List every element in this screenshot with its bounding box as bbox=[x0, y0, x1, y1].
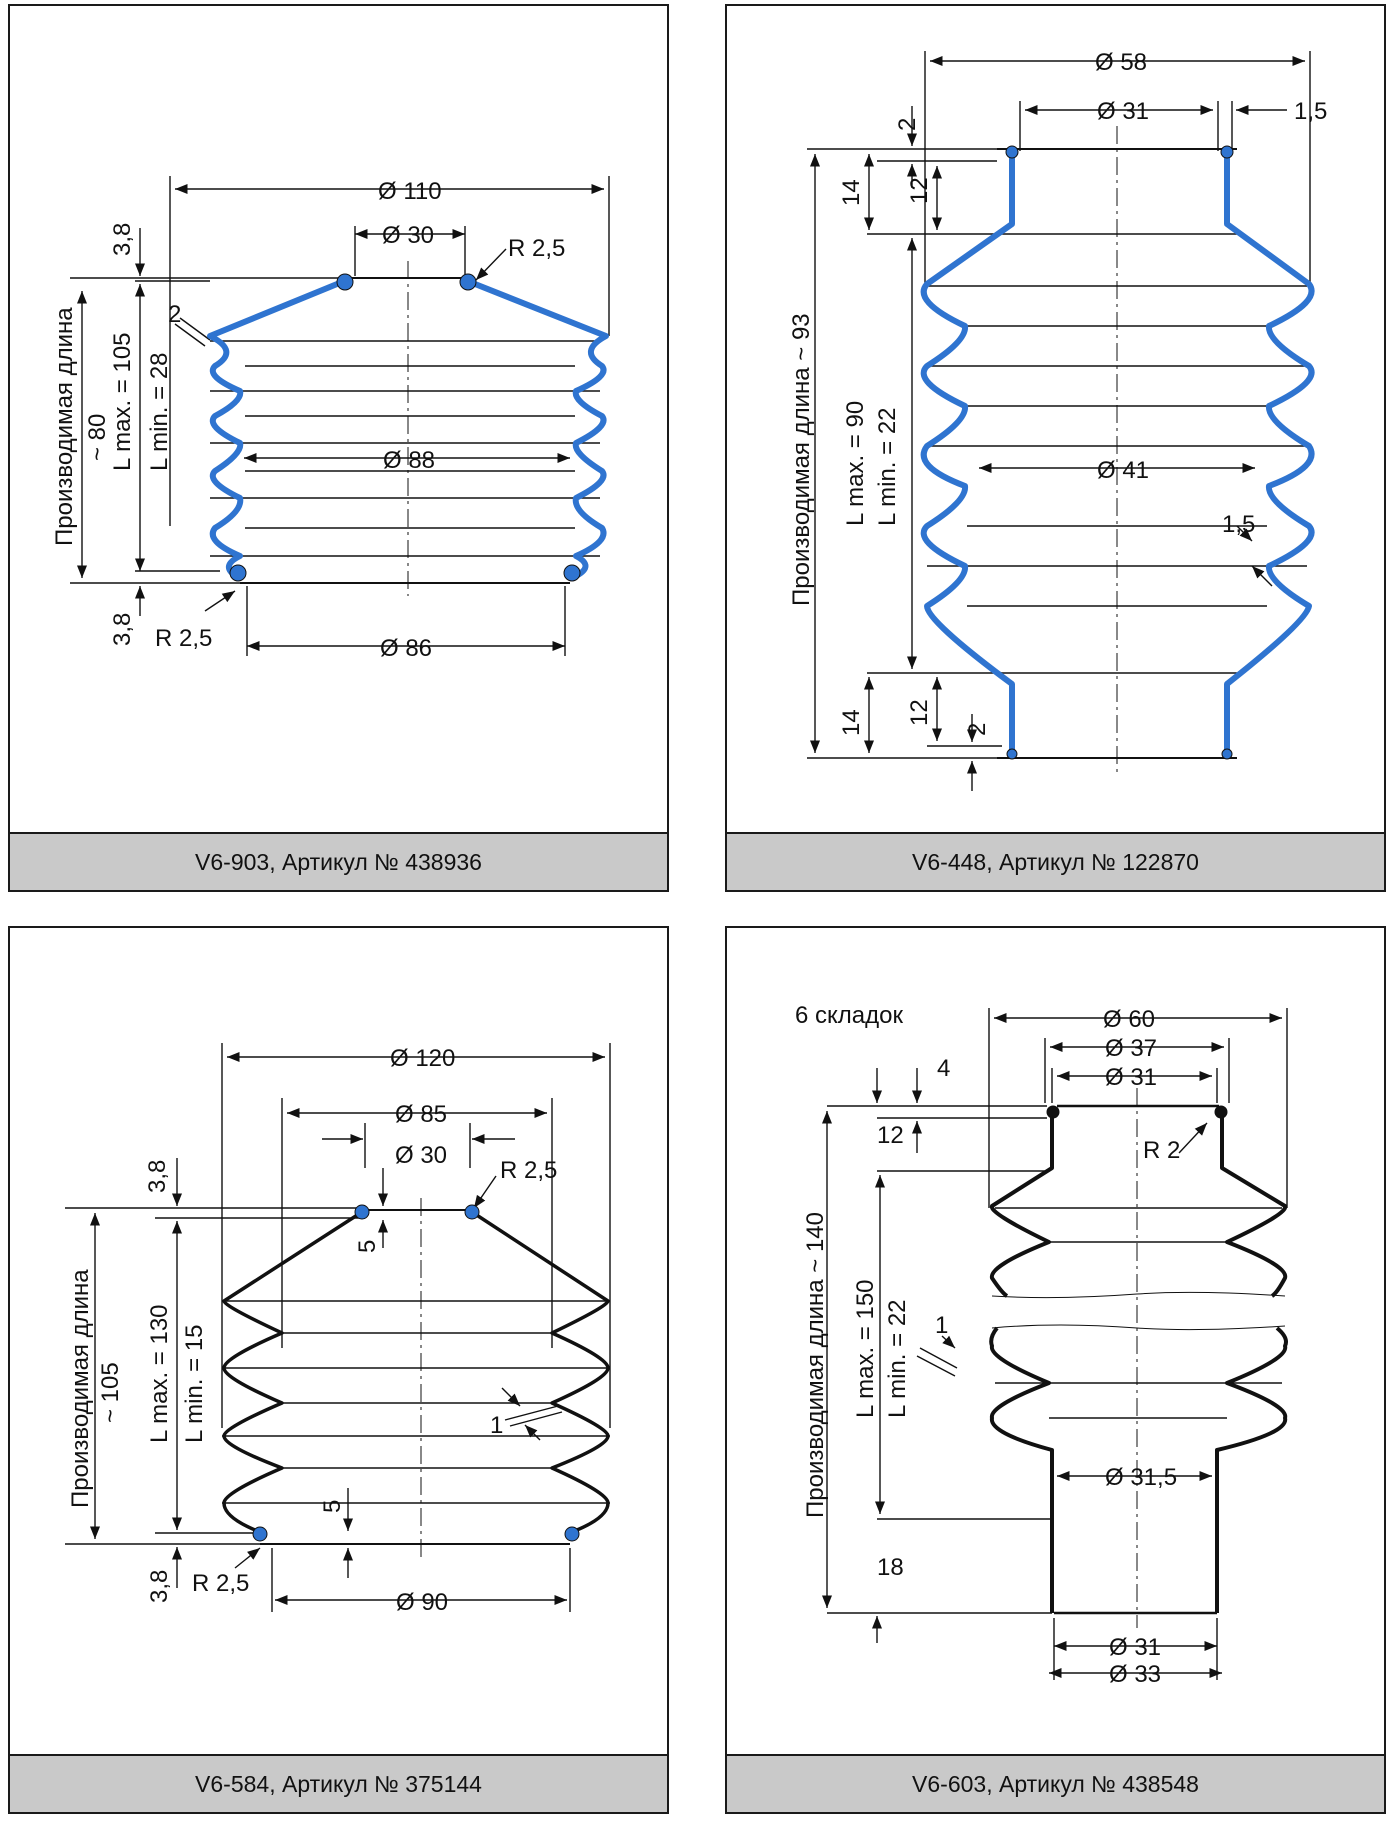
label-gap-top: 3,8 bbox=[144, 1160, 171, 1193]
drawing-panel-v6-584: Ø 120 Ø 85 Ø 30 R 2,5 3,8 5 1 5 Производ… bbox=[8, 926, 669, 1814]
drawing-panel-v6-903: Ø 110 Ø 30 R 2,5 2 Ø 88 Ø 86 R 2,5 3,8 3… bbox=[8, 4, 669, 892]
label-d-mid: Ø 37 bbox=[1105, 1035, 1157, 1062]
drawing-panel-v6-448: Ø 58 Ø 31 1,5 2 14 12 Производимая длина… bbox=[725, 4, 1386, 892]
label-r-bottom: R 2,5 bbox=[192, 1570, 249, 1597]
label-d-top: Ø 30 bbox=[395, 1142, 447, 1169]
label-gap-bottom: 3,8 bbox=[109, 613, 136, 646]
panel-caption: V6-448, Артикул № 122870 bbox=[727, 832, 1384, 890]
bellows-drawing-v6-903: Ø 110 Ø 30 R 2,5 2 Ø 88 Ø 86 R 2,5 3,8 3… bbox=[51, 176, 610, 662]
label-stroke-length: Производимая длина ~ 140 bbox=[802, 1212, 829, 1518]
bellows-profile bbox=[920, 148, 1315, 757]
label-d-inner: Ø 31,5 bbox=[1105, 1464, 1177, 1491]
label-r-bottom: R 2,5 bbox=[155, 625, 212, 652]
label-lmax: L max. = 130 bbox=[146, 1304, 173, 1443]
label-gap-top: 3,8 bbox=[109, 223, 136, 256]
label-wall: 1 bbox=[490, 1412, 503, 1439]
label-h-top: 12 bbox=[877, 1122, 904, 1149]
label-lmin: L min. = 28 bbox=[146, 352, 173, 471]
label-gap-top: 4 bbox=[937, 1055, 950, 1082]
bellows-drawing-v6-448: Ø 58 Ø 31 1,5 2 14 12 Производимая длина… bbox=[788, 49, 1327, 791]
label-folds: 6 складок bbox=[795, 1002, 903, 1029]
label-d-bottom: Ø 86 bbox=[380, 635, 432, 662]
label-stroke-value: ~ 80 bbox=[84, 414, 111, 461]
label-d-outer: Ø 60 bbox=[1103, 1006, 1155, 1033]
label-lmin: L min. = 22 bbox=[874, 407, 901, 526]
label-d-bot-out: Ø 33 bbox=[1109, 1661, 1161, 1688]
label-r-top: R 2,5 bbox=[500, 1157, 557, 1184]
label-wall: 1 bbox=[935, 1312, 948, 1339]
bellows-profile bbox=[989, 1108, 1288, 1613]
label-wall: 1,5 bbox=[1222, 511, 1255, 538]
label-d-outer: Ø 120 bbox=[390, 1045, 455, 1072]
label-fold-top: 5 bbox=[354, 1240, 381, 1253]
panel-caption: V6-903, Артикул № 438936 bbox=[10, 832, 667, 890]
label-lmax: L max. = 105 bbox=[109, 332, 136, 471]
label-d-mid: Ø 85 bbox=[395, 1101, 447, 1128]
label-gap-top: 2 bbox=[894, 118, 921, 131]
label-h-bot: 18 bbox=[877, 1554, 904, 1581]
label-stroke-length: Производимая длина bbox=[67, 1269, 94, 1508]
label-d-top: Ø 31 bbox=[1097, 98, 1149, 125]
label-fold-bot: 5 bbox=[319, 1500, 346, 1513]
label-d-inner: Ø 41 bbox=[1097, 457, 1149, 484]
label-lmin: L min. = 15 bbox=[181, 1324, 208, 1443]
bellows-drawing-v6-603: 6 складок Ø 60 Ø 37 Ø 31 4 12 R 2 Произв… bbox=[795, 1002, 1288, 1688]
label-r-top: R 2,5 bbox=[508, 235, 565, 262]
label-d-bot-in: Ø 31 bbox=[1109, 1634, 1161, 1661]
drawing-panel-v6-603: 6 складок Ø 60 Ø 37 Ø 31 4 12 R 2 Произв… bbox=[725, 926, 1386, 1814]
bellows-profile bbox=[207, 279, 609, 579]
label-r-top: R 2 bbox=[1143, 1137, 1180, 1164]
label-h-top: 14 bbox=[838, 179, 865, 206]
label-lmax: L max. = 150 bbox=[852, 1279, 879, 1418]
label-d-top: Ø 30 bbox=[382, 222, 434, 249]
label-stroke-value: ~ 105 bbox=[97, 1362, 124, 1423]
label-h-bot-inner: 12 bbox=[906, 699, 933, 726]
label-gap-bot: 2 bbox=[964, 723, 991, 736]
label-h-top-inner: 12 bbox=[906, 177, 933, 204]
label-stroke-length: Производимая длина ~ 93 bbox=[788, 313, 815, 606]
label-gap-bottom: 3,8 bbox=[146, 1570, 173, 1603]
bellows-drawing-v6-584: Ø 120 Ø 85 Ø 30 R 2,5 3,8 5 1 5 Производ… bbox=[65, 1043, 611, 1616]
label-d-inner: Ø 88 bbox=[383, 447, 435, 474]
label-h-bot: 14 bbox=[838, 709, 865, 736]
label-d-outer: Ø 110 bbox=[378, 178, 442, 205]
label-d-bottom: Ø 90 bbox=[396, 1589, 448, 1616]
label-wall-top: 1,5 bbox=[1294, 98, 1327, 125]
panel-caption: V6-584, Артикул № 375144 bbox=[10, 1754, 667, 1812]
label-stroke-length: Производимая длина bbox=[51, 307, 78, 546]
panel-caption: V6-603, Артикул № 438548 bbox=[727, 1754, 1384, 1812]
bellows-profile bbox=[222, 1210, 610, 1534]
label-wall: 2 bbox=[168, 301, 181, 328]
label-d-top: Ø 31 bbox=[1105, 1064, 1157, 1091]
label-lmax: L max. = 90 bbox=[842, 401, 869, 526]
label-lmin: L min. = 22 bbox=[884, 1299, 911, 1418]
label-d-outer: Ø 58 bbox=[1095, 49, 1147, 76]
